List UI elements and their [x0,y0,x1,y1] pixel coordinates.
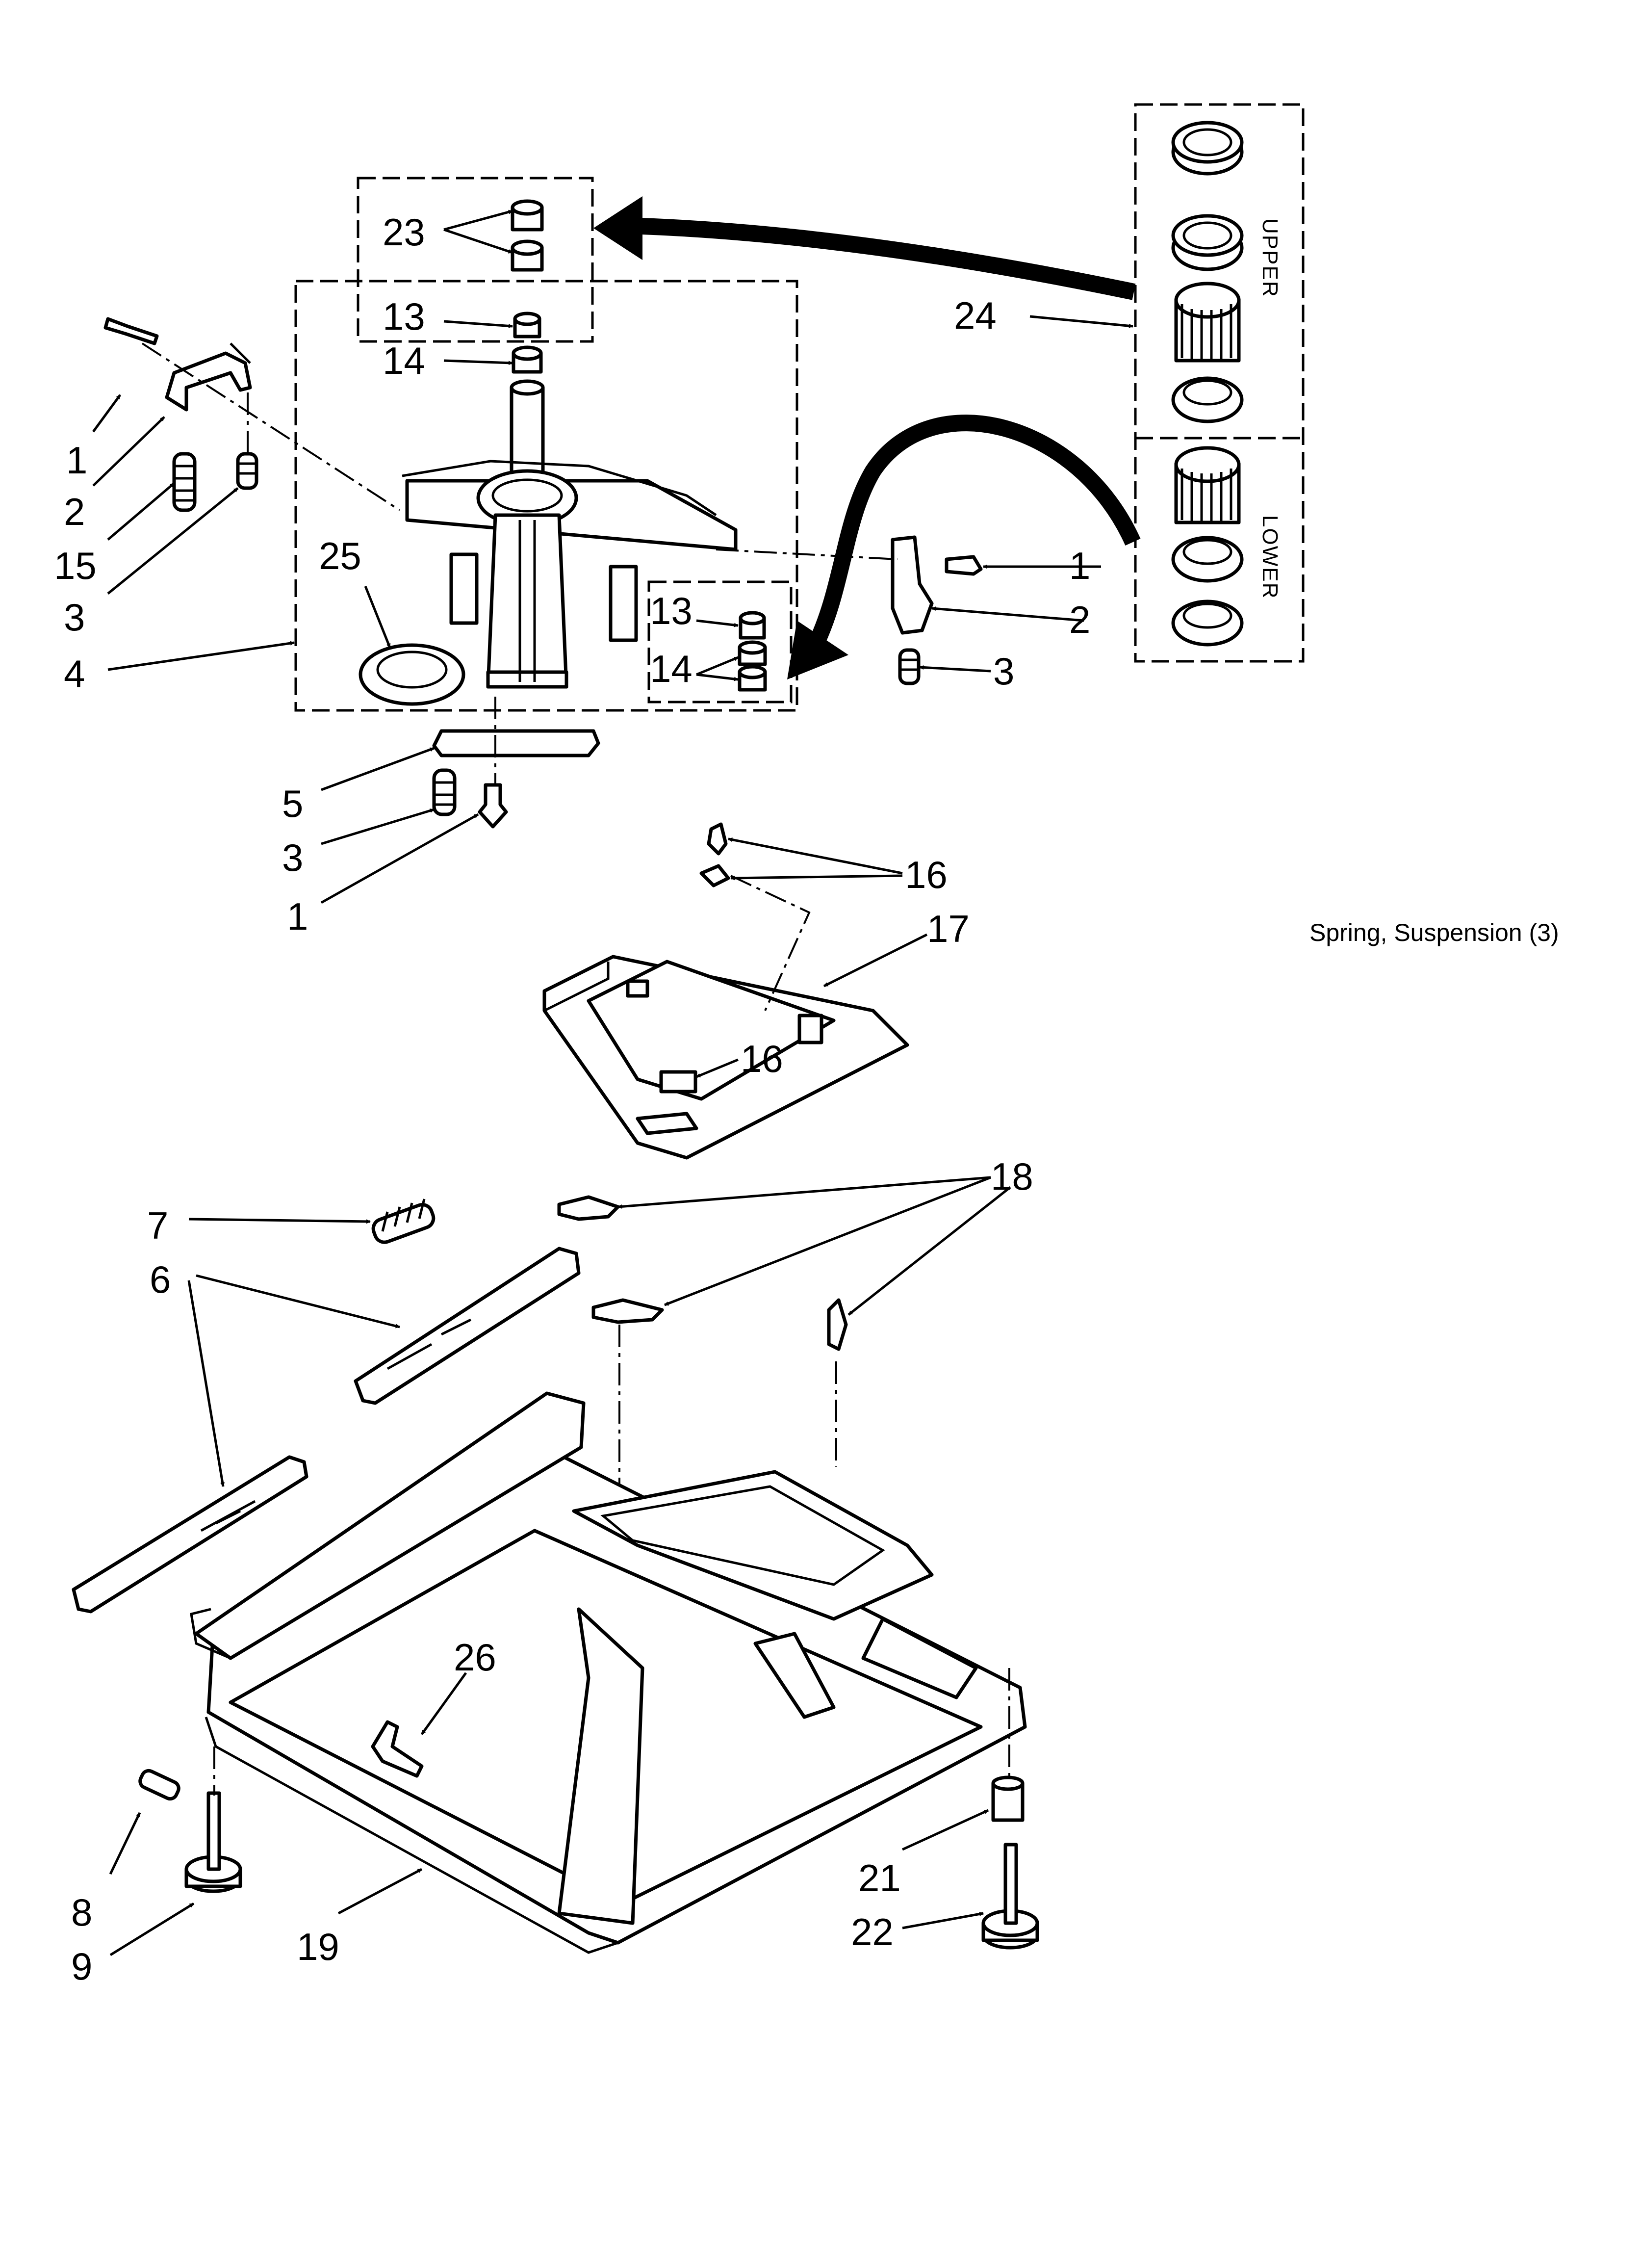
label-14-upper: 14 [383,339,425,382]
lower-bearing-box [647,580,793,704]
label-1-bottom: 1 [287,895,308,938]
spring-3-bottom [432,768,457,816]
pad-18-top [557,1195,620,1221]
label-15: 15 [54,544,97,587]
pad-16-mid [699,864,730,887]
bearing-14-upper [512,345,543,374]
label-23: 23 [383,210,425,254]
spring-3-left [236,452,258,490]
bearing-13-upper [513,312,541,339]
label-21: 21 [858,1856,901,1900]
spring-7 [371,1199,436,1244]
label-1-left: 1 [66,439,87,482]
seal-ring-25 [359,643,465,706]
pin-8 [138,1769,180,1801]
pad-16-top [707,822,728,856]
label-13-upper: 13 [383,295,425,338]
label-6: 6 [150,1258,171,1301]
label-3-right: 3 [993,650,1014,693]
label-24: 24 [954,294,997,337]
label-7: 7 [147,1204,168,1247]
hub-assembly-box [294,280,798,712]
label-4: 4 [64,652,85,695]
label-8: 8 [71,1891,92,1934]
label-3-left: 3 [64,596,85,639]
leader-lines [92,209,1133,1956]
label-2-left: 2 [64,490,85,533]
spring-3-right [898,648,921,685]
bracket-2-left [165,342,252,412]
label-2-right: 2 [1069,598,1090,641]
suspension-frame-17 [542,955,909,1160]
label-26: 26 [454,1636,496,1679]
frame-dash-line [730,875,811,1011]
kit-upper-arrow [593,196,1136,300]
label-18: 18 [991,1155,1033,1198]
label-16-top: 16 [905,853,948,896]
label-22: 22 [851,1910,894,1954]
pad-16-lower [659,1070,697,1094]
bearing-kit-lower [1171,446,1244,647]
label-19: 19 [297,1925,339,1968]
label-3-bottom: 3 [282,836,303,879]
bracket-5 [432,729,600,757]
rail-6-upper [354,1247,581,1405]
clip-26 [371,1720,424,1778]
label-14-lower: 14 [650,647,693,690]
screw-1-right [945,555,983,576]
label-5: 5 [282,782,303,825]
bearing-kit-upper [1171,121,1244,423]
hub-base-assembly [402,379,738,689]
assembly-line-left [141,342,401,511]
bearing-14-lower [738,640,767,692]
screw-1-left [103,317,159,345]
bearing-kit-box [1134,103,1305,663]
pad-18-mid [591,1298,664,1324]
screw-1-bottom [478,783,508,829]
bracket-2-right [891,535,934,635]
caption-spring-suspension: Spring, Suspension (3) [1309,919,1559,946]
bushing-23-bottom [511,239,544,272]
spring-15 [172,452,197,512]
kit-upper-label: UPPER [1258,218,1282,298]
base-frame-19 [190,1391,1027,1954]
label-1-right: 1 [1069,544,1090,587]
bushing-23-top [511,199,544,232]
label-17: 17 [927,907,970,950]
leg-22 [981,1668,1039,1950]
rail-6-lower [72,1455,308,1614]
label-9: 9 [71,1945,92,1988]
label-25: 25 [319,534,361,577]
bearing-13-lower [739,611,766,640]
pad-18-right [827,1298,848,1351]
label-16-lower: 16 [741,1037,783,1080]
upper-bearing-box [357,177,594,343]
assembly-line-right [716,548,898,560]
kit-lower-label: LOWER [1258,515,1282,599]
bushing-21 [991,1775,1025,1822]
kit-lower-arrow [787,415,1141,679]
label-13-lower: 13 [650,589,693,632]
leg-9 [184,1747,242,1893]
